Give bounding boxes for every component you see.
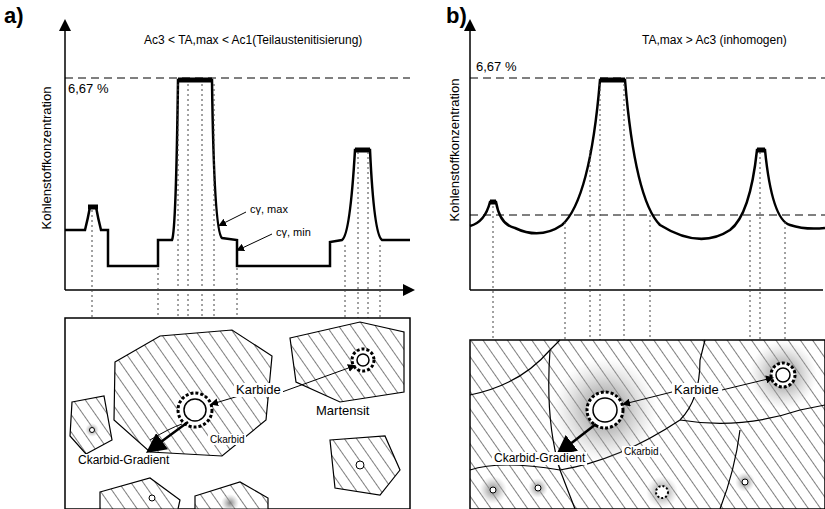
text-label: cγ, min (274, 226, 313, 238)
axis-label: Kohlenstoffkonzentration (448, 79, 462, 222)
text-label: 6,67 % (68, 82, 108, 96)
panel-label: a) (4, 4, 24, 28)
text-label: Karbide (672, 383, 721, 397)
text-label: Ckarbid-Gradient (76, 454, 171, 467)
panel-label: b) (446, 4, 467, 28)
text-label: Martensit (314, 404, 371, 418)
text-label: cγ, max (248, 203, 290, 215)
axis-label: Kohlenstoffkonzentration (40, 87, 54, 230)
text-label: Karbide (234, 383, 283, 397)
microstructure-a (65, 318, 410, 509)
text-label: Ckarbid (208, 434, 246, 445)
text-label: 6,67 % (476, 60, 516, 74)
text-label: Ckarbid (622, 446, 660, 457)
text-label: TA,max > Ac3 (inhomogen) (640, 34, 789, 47)
text-label: Ac3 < TA,max < Ac1(Teilaustenitisierung) (142, 34, 364, 47)
microstructure-b (470, 340, 825, 509)
text-label: Ckarbid-Gradient (492, 452, 587, 465)
